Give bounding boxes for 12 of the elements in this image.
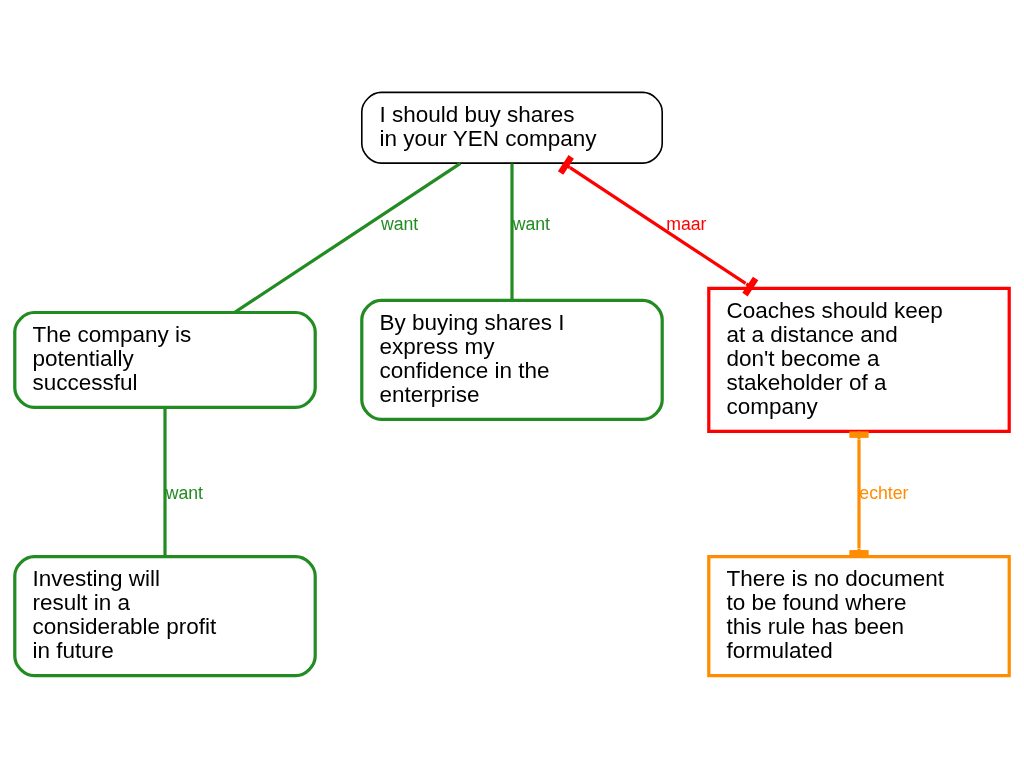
node-box: Investing will result in a considerable profit in future: [13, 555, 317, 678]
node-box: The company is potentially successful: [13, 310, 317, 409]
connector: [557, 155, 759, 297]
node-box: By buying shares I express my confidence in the enterprise: [360, 298, 664, 421]
connector: [233, 162, 462, 314]
edge-label: want: [380, 214, 419, 235]
edge-label: maar: [666, 214, 707, 235]
connector: [163, 407, 167, 557]
node-box: There is no document to be found where this rule has been formulated: [707, 555, 1011, 678]
node-box: I should buy shares in your YEN company: [361, 91, 663, 164]
connector: [510, 163, 514, 300]
node-box: Coaches should keep at a distance and don't become a stakeholder of a company: [707, 286, 1011, 433]
